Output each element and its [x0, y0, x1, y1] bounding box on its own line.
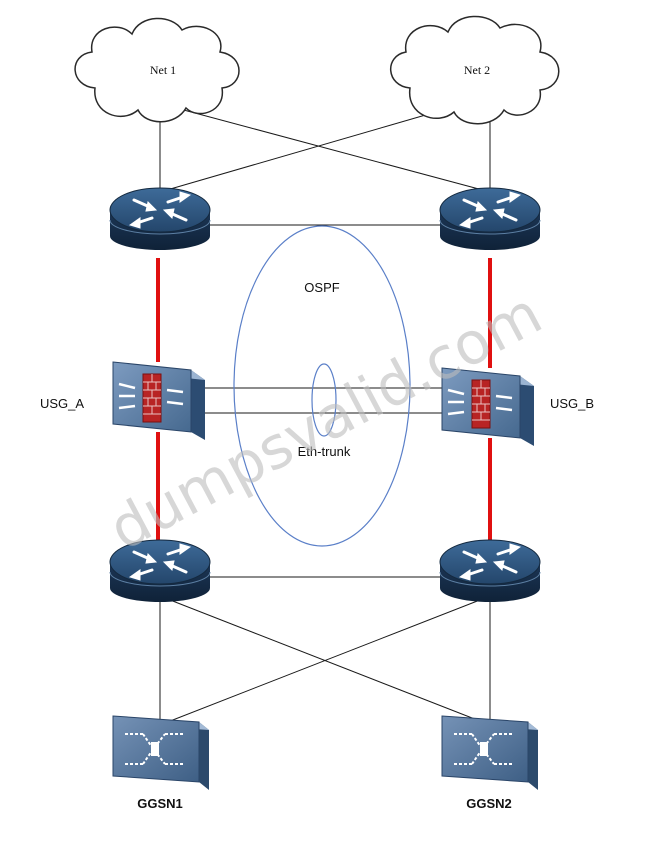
label-ggsn2: GGSN2: [466, 796, 512, 811]
router-top-left: [108, 186, 212, 252]
label-usg-a: USG_A: [40, 396, 84, 411]
link-net2-router-tl: [159, 104, 461, 193]
label-eth-trunk: Eth-trunk: [298, 444, 351, 459]
firewall-usg-a-icon: [111, 360, 207, 442]
cloud-net1: Net 1: [74, 17, 240, 123]
router-top-right: [438, 186, 542, 252]
red-links: [156, 258, 492, 552]
cloud-label-net2: Net 2: [464, 63, 490, 77]
label-ggsn1: GGSN1: [137, 796, 183, 811]
cloud-icon: [389, 15, 560, 125]
links: [159, 104, 491, 726]
cloud-net2: Net 2: [389, 15, 560, 125]
cloud-label-net1: Net 1: [150, 63, 176, 77]
router-bottom-right: [438, 538, 542, 604]
label-ospf: OSPF: [304, 280, 339, 295]
ggsn1-icon: [112, 715, 210, 791]
cloud-icon: [74, 17, 240, 123]
label-usg-b: USG_B: [550, 396, 594, 411]
link-net1-router-tr: [164, 104, 491, 193]
link-router-br-ggsn1: [159, 597, 486, 726]
eth-trunk-ellipse: [311, 363, 337, 437]
link-router-bl-ggsn2: [164, 597, 491, 726]
ggsn2-icon: [441, 715, 539, 791]
ospf-area-ellipse: [233, 225, 411, 547]
